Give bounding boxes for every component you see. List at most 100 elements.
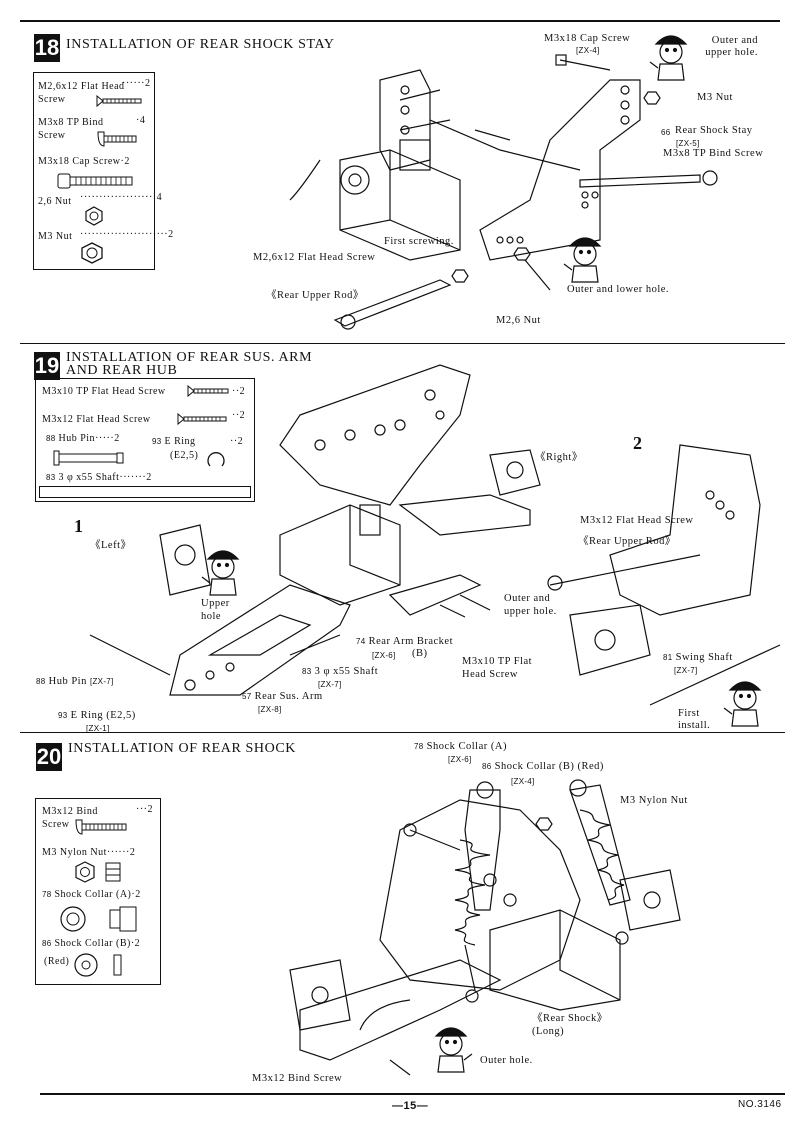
qty: ··2 [230, 436, 244, 447]
callout-m26-nut: M2,6 Nut [496, 315, 541, 326]
step-number-19: 19 [34, 352, 60, 380]
callout-sus-arm: 57 Rear Sus. Arm [242, 691, 323, 702]
bottom-rule [40, 1093, 785, 1095]
callout-bracket-b: (B) [412, 648, 428, 659]
callout-flat-head: M2,6x12 Flat Head Screw [253, 252, 376, 263]
callout-bind-screw-20: M3x12 Bind Screw [252, 1073, 343, 1084]
callout-upper-hole-2: hole [201, 611, 222, 622]
part-nylon-nut: M3 Nylon Nut······2 [42, 847, 136, 858]
qty: ··2 [232, 386, 246, 397]
step-number-20: 20 [36, 743, 62, 771]
rear-shock-assembly-illustration [289, 779, 681, 1076]
callout-stay-no: 66 [661, 128, 671, 137]
nut-icon [85, 206, 103, 226]
top-rule [20, 20, 780, 22]
callout-collar-a-code: [ZX-6] [448, 755, 472, 764]
section-19-title-line2: AND REAR HUB [66, 363, 178, 378]
part-collar-b-red: (Red) [44, 956, 70, 967]
part-tp-flat-head-screw: M3x10 TP Flat Head Screw [42, 386, 166, 397]
callout-outer-and: Outer and [504, 593, 551, 604]
qty: ··2 [232, 410, 246, 421]
shock-stay-assembly-illustration [289, 54, 718, 330]
nylon-nut-icon [75, 861, 121, 883]
callout-collar-b-code: [ZX-4] [511, 777, 535, 786]
part-hub-pin: 88 Hub Pin·····2 [46, 433, 120, 444]
step-1-label: 1 [74, 516, 84, 536]
part-flat-head-screw: M2,6x12 Flat Head Screw [38, 81, 125, 105]
part-collar-a: 78 Shock Collar (A)·2 [42, 889, 141, 900]
bind-screw-icon [97, 131, 137, 147]
mascot-icon [201, 550, 240, 596]
callout-shaft: 83 3 φ x55 Shaft [302, 666, 379, 677]
nut-icon [81, 242, 103, 264]
qty: ····················4 [80, 192, 163, 203]
mascot-icon [434, 1027, 473, 1073]
section-divider-1 [20, 343, 785, 345]
callout-right: 《Right》 [535, 452, 583, 463]
callout-collar-a: 78 Shock Collar (A) [414, 741, 507, 752]
callout-long: (Long) [532, 1026, 565, 1037]
callout-upper-hole: upper hole. [504, 606, 557, 617]
callout-rear-shock: 《Rear Shock》 [532, 1013, 608, 1024]
callout-sus-arm-code: [ZX-8] [258, 705, 282, 714]
section-19-title-line1: INSTALLATION OF REAR SUS. ARM [66, 350, 313, 365]
callout-left: 《Left》 [90, 540, 132, 551]
mascot-icon [563, 237, 602, 283]
callout-shaft-code: [ZX-7] [318, 680, 342, 689]
callout-outer-hole: Outer hole. [480, 1055, 533, 1066]
part-26-nut: 2,6 Nut [38, 196, 72, 207]
callout-bracket: 74 Rear Arm Bracket [356, 636, 454, 647]
part-tp-bind-screw: M3x8 TP Bind Screw [38, 117, 104, 141]
callout-m3-nut: M3 Nut [697, 92, 733, 103]
document-number: NO.3146 [738, 1099, 782, 1110]
callout-cap-screw-code: [ZX-4] [576, 46, 600, 55]
qty: ···2 [136, 804, 153, 815]
callout-m3x12: M3x12 Flat Head Screw [580, 515, 694, 526]
callout-bind-screw: M3x8 TP Bind Screw [663, 148, 764, 159]
bind-screw-icon [75, 819, 127, 835]
qty: ·4 [136, 115, 146, 126]
callout-m3x10: M3x10 TP Flat [462, 656, 533, 667]
e-ring-icon [207, 452, 225, 467]
section-20-title: INSTALLATION OF REAR SHOCK [68, 741, 296, 756]
section-divider-2 [20, 732, 785, 734]
part-m3x12-flat-head: M3x12 Flat Head Screw [42, 414, 151, 425]
step-number-18: 18 [34, 34, 60, 62]
part-collar-b: 86 Shock Collar (B)·2 [42, 938, 141, 949]
callout-upper-hole-1: Upper [201, 598, 230, 609]
callout-nylon-nut: M3 Nylon Nut [620, 795, 688, 806]
callout-install: install. [678, 720, 711, 731]
callout-m3x10-2: Head Screw [462, 669, 519, 680]
part-e-ring: 93 E Ring [152, 436, 196, 447]
callout-first: First [678, 708, 700, 719]
callout-first-screwing: First screwing. [384, 236, 454, 247]
parts-box-20 [35, 798, 161, 985]
page-number: —15— [392, 1100, 429, 1112]
mascot-icon [723, 681, 762, 727]
callout-shock-stay-code: [ZX-5] [676, 139, 700, 148]
cap-screw-icon [57, 173, 133, 189]
hub-pin-icon [53, 450, 124, 466]
collar-a-icon [60, 906, 137, 932]
callout-e-ring-code: [ZX-1] [86, 724, 110, 733]
qty: ······2 [122, 78, 151, 89]
callout-upper-rod: 《Rear Upper Rod》 [266, 290, 364, 301]
step-2-label: 2 [633, 433, 643, 453]
callout-outer-lower: Outer and lower hole. [567, 284, 670, 295]
parts-box-19 [35, 378, 255, 502]
callout-hub-pin: 88 Hub Pin [ZX-7] [36, 676, 114, 687]
callout-swing-shaft: 81 Swing Shaft [663, 652, 733, 663]
flat-head-screw-icon [96, 94, 142, 108]
part-cap-screw: M3x18 Cap Screw·2 [38, 156, 130, 167]
part-e-ring-size: (E2,5) [170, 450, 199, 461]
callout-shock-stay: Rear Shock Stay [675, 125, 753, 136]
flat-head-screw-icon [187, 384, 229, 398]
part-bind-screw: M3x12 Bind Screw [42, 806, 98, 830]
callout-swing-code: [ZX-7] [674, 666, 698, 675]
callout-upper-rod-19: 《Rear Upper Rod》 [578, 536, 676, 547]
callout-e-ring: 93 E Ring (E2,5) [58, 710, 136, 721]
callout-bracket-code: [ZX-6] [372, 651, 396, 660]
parts-box-18 [33, 72, 155, 270]
part-m3-nut: M3 Nut [38, 231, 73, 242]
sus-arm-assembly-illustration [89, 364, 781, 706]
